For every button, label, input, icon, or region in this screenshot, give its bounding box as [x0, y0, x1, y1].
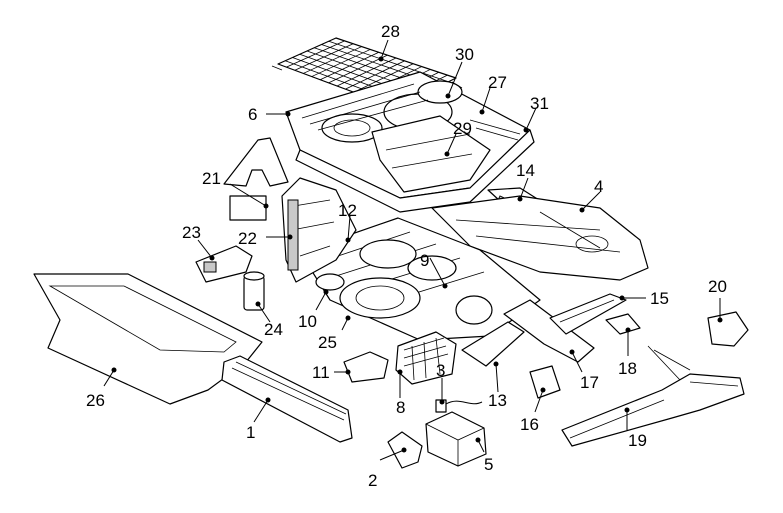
floor-trim-panel	[371, 115, 491, 193]
callout-29: 29	[453, 119, 472, 138]
side-bracket	[343, 351, 389, 383]
callout-6: 6	[248, 105, 257, 124]
callout-12: 12	[338, 201, 357, 220]
rail-18	[605, 313, 641, 335]
longitudinal-member	[561, 345, 745, 447]
callout-15: 15	[650, 289, 669, 308]
main-floor-structure	[299, 217, 541, 341]
rail-15	[549, 293, 627, 335]
callout-23: 23	[182, 223, 201, 242]
callout-11: 11	[312, 363, 330, 382]
callout-13: 13	[488, 391, 507, 410]
sound-insulation	[223, 137, 289, 221]
loading-sill-trim	[221, 355, 353, 443]
callout-4: 4	[594, 177, 603, 196]
callout-31: 31	[530, 94, 549, 113]
luggage-floor-mat	[33, 273, 263, 405]
canister	[243, 271, 265, 311]
callout-21: 21	[202, 169, 221, 188]
callout-9: 9	[420, 251, 429, 270]
callout-25: 25	[318, 333, 337, 352]
callout-1: 1	[246, 423, 255, 442]
inner-side-panel	[281, 177, 357, 283]
leader-lines	[103, 39, 723, 461]
rear-floor-extension	[431, 195, 649, 281]
callout-16: 16	[520, 415, 539, 434]
rail-17	[503, 299, 595, 363]
rail-16	[529, 365, 561, 399]
storage-box	[395, 331, 457, 385]
callout-8: 8	[396, 398, 405, 417]
callout-17: 17	[580, 373, 599, 392]
callout-20: 20	[708, 277, 727, 296]
corner-bracket	[707, 311, 749, 347]
battery	[425, 399, 487, 467]
callout-30: 30	[455, 45, 474, 64]
callout-2: 2	[368, 471, 377, 490]
callout-14: 14	[516, 161, 535, 180]
callout-3: 3	[436, 361, 445, 380]
callout-22: 22	[238, 229, 257, 248]
callout-24: 24	[264, 320, 283, 339]
callout-labels: 28 30 27 31 29 6 14 4 21 12 22 23 9 10 2…	[86, 22, 727, 490]
mounting-bracket	[195, 245, 253, 283]
callout-19: 19	[628, 431, 647, 450]
callout-28: 28	[381, 22, 400, 41]
callout-27: 27	[488, 73, 507, 92]
callout-5: 5	[484, 455, 493, 474]
callout-26: 26	[86, 391, 105, 410]
callout-10: 10	[298, 312, 317, 331]
rail-13	[461, 321, 525, 367]
callout-18: 18	[618, 359, 637, 378]
